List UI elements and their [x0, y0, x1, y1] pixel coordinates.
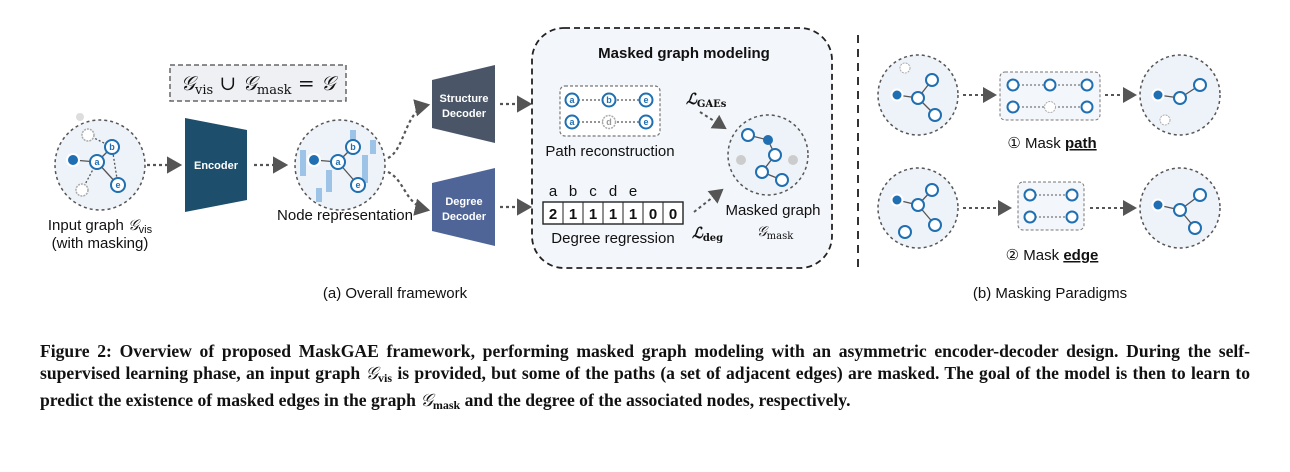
svg-text:a: a: [94, 157, 100, 167]
loss-gaes-label: ℒGAEs: [686, 90, 727, 110]
degree-decoder-block: Degree Decoder: [432, 168, 495, 246]
svg-text:e: e: [643, 117, 648, 127]
path-reconstruction-label: Path reconstruction: [545, 143, 674, 160]
figure-caption: Figure 2: Overview of proposed MaskGAE f…: [40, 341, 1250, 412]
mask-path-label: ① Mask path: [1007, 135, 1096, 152]
masking-paradigms-caption: (b) Masking Paradigms: [973, 285, 1127, 302]
node-representation-label: Node representation: [277, 207, 413, 224]
masked-graph-symbol: 𝒢mask: [757, 224, 795, 242]
svg-text:1: 1: [589, 206, 597, 223]
masked-modeling-title: Masked graph modeling: [598, 45, 770, 62]
svg-text:1: 1: [629, 206, 637, 223]
svg-text:0: 0: [669, 206, 677, 223]
svg-text:Degree: Degree: [445, 196, 482, 208]
masked-graph-label: Masked graph: [725, 202, 820, 219]
svg-text:c: c: [589, 183, 597, 200]
union-formula-box: 𝒢vis ∪ 𝒢mask = 𝒢: [169, 64, 347, 102]
svg-text:d: d: [606, 117, 612, 127]
framework-diagram: 𝒢vis ∪ 𝒢mask = 𝒢 a b e Input graph 𝒢vis …: [48, 27, 1221, 302]
svg-text:a: a: [569, 95, 575, 105]
svg-text:d: d: [609, 183, 617, 200]
svg-text:Decoder: Decoder: [442, 211, 487, 223]
svg-text:2: 2: [549, 206, 557, 223]
svg-text:1: 1: [569, 206, 577, 223]
degree-letters: a b c d e: [549, 183, 637, 200]
svg-text:a: a: [335, 157, 341, 167]
encoder-block: Encoder: [185, 118, 247, 212]
svg-text:Structure: Structure: [440, 93, 489, 105]
svg-text:Decoder: Decoder: [442, 108, 487, 120]
loss-deg-label: ℒdeg: [692, 224, 723, 244]
svg-text:1: 1: [609, 206, 617, 223]
svg-text:a: a: [569, 117, 575, 127]
union-formula: 𝒢vis ∪ 𝒢mask = 𝒢: [181, 71, 339, 98]
svg-text:b: b: [350, 142, 356, 152]
mask-edge-row: ② Mask edge: [877, 167, 1221, 264]
arrow-to-degree-decoder: [387, 171, 431, 216]
mask-path-row: ① Mask path: [877, 54, 1221, 152]
masked-graph-modeling-panel: Masked graph modeling a b e a d e Path r…: [531, 27, 833, 269]
degree-vector: 2 1 1 1 1 0 0: [542, 201, 684, 225]
svg-text:b: b: [569, 183, 577, 200]
structure-decoder-block: Structure Decoder: [432, 65, 495, 143]
svg-text:0: 0: [649, 206, 657, 223]
arrow-to-structure-decoder: [387, 99, 431, 159]
svg-text:a: a: [549, 183, 558, 200]
node-representation-graph: a b e Node representation: [277, 119, 413, 224]
svg-text:b: b: [606, 95, 612, 105]
input-graph-masking-note: (with masking): [52, 235, 149, 252]
encoder-label: Encoder: [194, 160, 239, 172]
mask-edge-label: ② Mask edge: [1006, 247, 1099, 264]
degree-regression-label: Degree regression: [551, 230, 674, 247]
node-a-icon: [89, 154, 105, 170]
svg-text:e: e: [629, 183, 637, 200]
svg-text:b: b: [109, 142, 115, 152]
svg-text:e: e: [355, 180, 360, 190]
svg-text:e: e: [643, 95, 648, 105]
input-graph: a b e Input graph 𝒢vis (with masking): [48, 113, 153, 252]
overall-framework-caption: (a) Overall framework: [323, 285, 468, 302]
svg-text:e: e: [115, 180, 120, 190]
input-graph-label: Input graph 𝒢vis: [48, 216, 153, 236]
